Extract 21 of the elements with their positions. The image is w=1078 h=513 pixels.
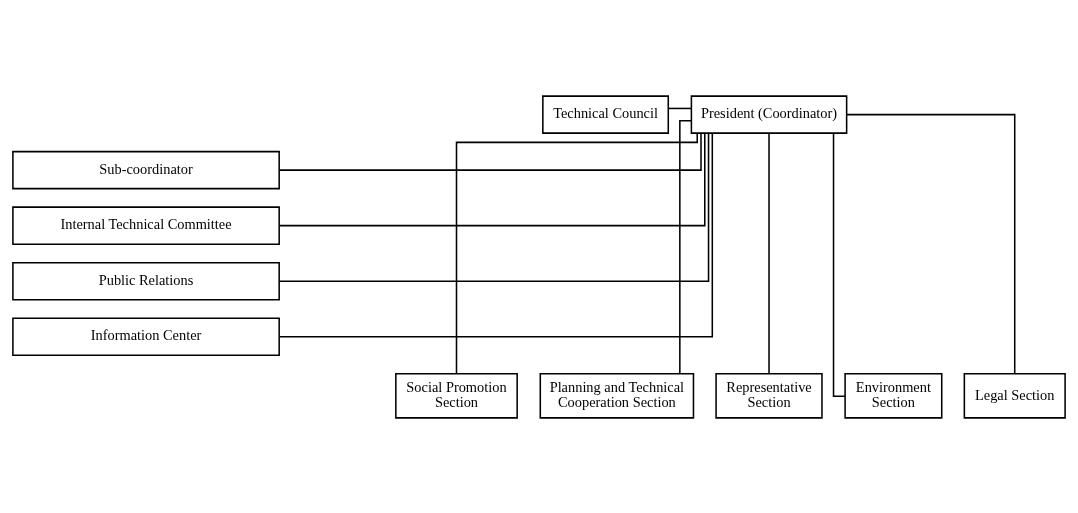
connector [667,107,693,109]
connector [455,132,698,374]
connector [278,132,710,282]
node-box: Planning and Technical Cooperation Section [539,372,695,419]
connector [278,132,702,171]
connector [278,132,706,226]
node-box: Representative Section [715,372,823,419]
connector [278,131,714,337]
connector [679,119,692,374]
node-box: Legal Section [963,372,1066,419]
node-box: Environment Section [844,372,943,419]
node-box: Public Relations [12,261,280,300]
node-box: Sub-coordinator [12,150,280,189]
connector [832,132,846,397]
node-box: Technical Council [542,94,670,134]
node-box: President (Coordinator) [690,94,848,134]
node-box: Information Center [12,316,280,356]
node-box: Internal Technical Committee [12,205,280,245]
connector [846,113,1016,374]
connector [768,132,770,374]
node-box: Social Promotion Section [395,372,518,419]
